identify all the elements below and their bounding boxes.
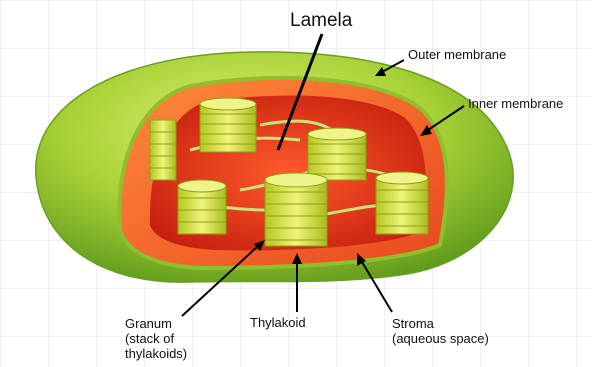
granum-label: Granum (stack of thylakoids) [125,316,187,361]
granum-stack-4 [376,172,428,234]
granum-label-line-3: thylakoids) [125,346,187,361]
lamela-label: Lamela [290,10,352,32]
stroma-label: Stroma (aqueous space) [392,316,489,346]
granum-stack-3 [265,173,327,246]
granum-label-line-2: (stack of [125,331,187,346]
granum-label-line-1: Granum [125,316,187,331]
stroma-label-line-2: (aqueous space) [392,331,489,346]
granum-stack-5 [178,180,226,234]
granum-stack-2 [308,128,366,180]
granum-stack-1 [200,98,256,152]
outer-membrane-label: Outer membrane [408,47,506,62]
granum-stack-6 [150,120,176,180]
stroma-label-line-1: Stroma [392,316,489,331]
inner-membrane-label: Inner membrane [468,96,563,111]
thylakoid-label: Thylakoid [250,315,306,330]
